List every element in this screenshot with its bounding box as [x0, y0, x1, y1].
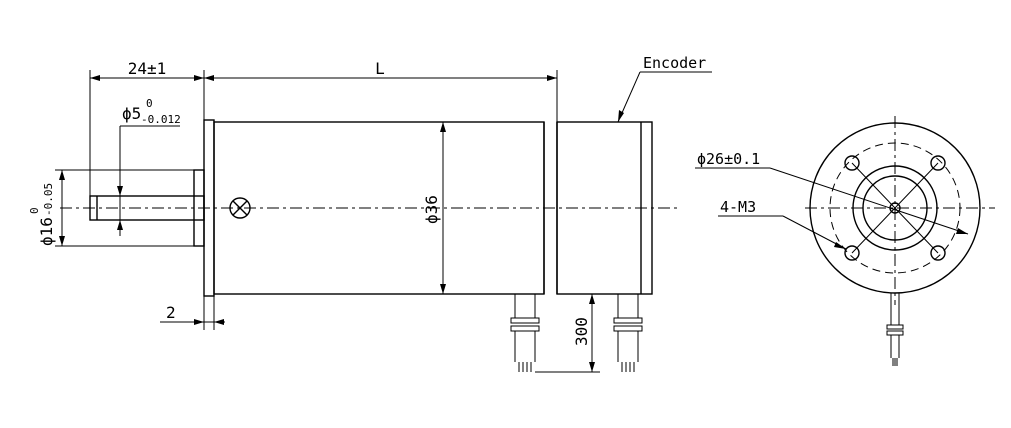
dim-shaft-length-label: 24±1 [128, 59, 167, 78]
end-view-boss-outer [852, 165, 938, 251]
end-view-leads [886, 293, 904, 366]
dim-body-diameter [440, 122, 446, 294]
dim-body-length-label: L [375, 59, 385, 78]
dim-shaft-diameter-tol-lower: -0.012 [141, 113, 181, 126]
end-view-outer-circle [809, 122, 981, 294]
dim-body-diameter-label: ϕ36 [422, 195, 441, 224]
side-view: 24±1 L ϕ5 0 -0.012 ϕ16 [28, 54, 712, 373]
lead-wires-right [613, 294, 643, 372]
mount-holes [844, 155, 946, 261]
screw-symbol [229, 197, 251, 219]
bolt-circle-label: ϕ26±0.1 [697, 150, 760, 168]
bolt-circle [829, 142, 961, 274]
lead-wires-left [510, 294, 540, 372]
dim-shaft-length [89, 70, 205, 196]
encoder-leader [617, 71, 712, 123]
dim-pilot-diameter-tol-upper: 0 [28, 207, 41, 214]
dim-shaft-diameter-label: ϕ5 [122, 104, 141, 123]
dim-flange-thickness-label: 2 [166, 303, 176, 322]
encoder-label: Encoder [643, 54, 706, 72]
motor-body [213, 121, 545, 295]
dim-shaft-diameter-tol-upper: 0 [146, 97, 153, 110]
mount-holes-label: 4-M3 [720, 198, 756, 216]
bolt-circle-leader [769, 167, 969, 235]
dim-pilot-diameter [55, 169, 194, 247]
dim-lead-length [535, 293, 600, 373]
encoder-body [556, 121, 653, 295]
dim-shaft-diameter [117, 125, 180, 236]
dim-body-length [204, 70, 558, 122]
dim-pilot-diameter-label: ϕ16 [37, 217, 56, 246]
dim-flange-thickness [160, 296, 225, 330]
end-view: ϕ26±0.1 4-M3 [695, 116, 995, 366]
dim-lead-length-label: 300 [572, 317, 591, 346]
end-view-boss-inner [862, 175, 928, 241]
dim-pilot-diameter-tol-lower: -0.05 [42, 183, 55, 216]
